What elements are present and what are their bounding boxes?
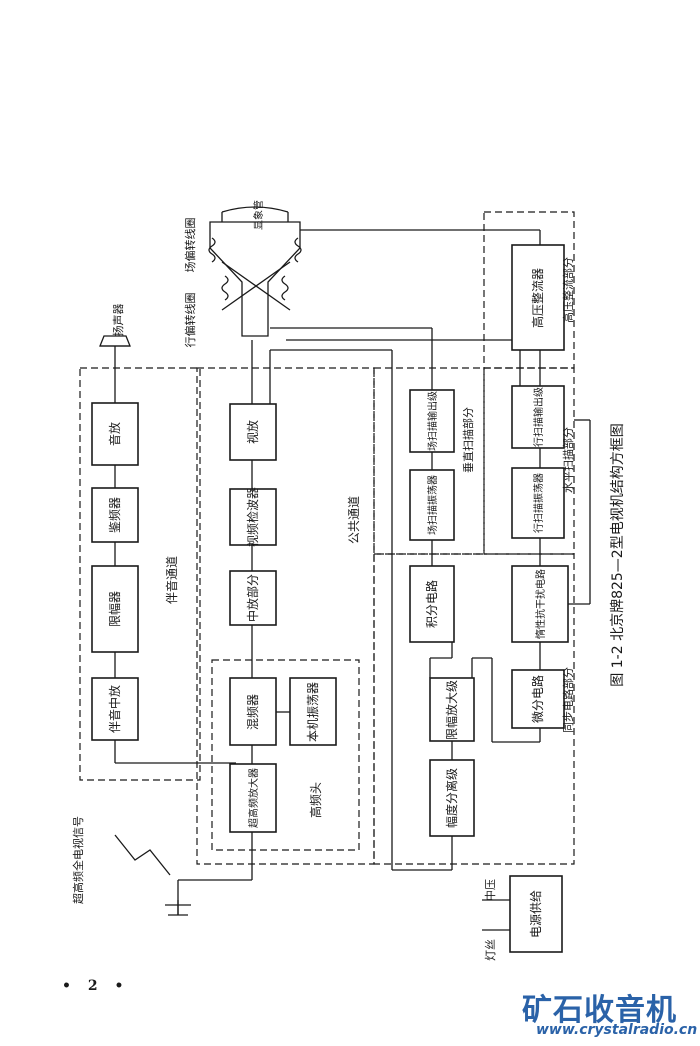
afc-label: 惰性抗干扰电路	[534, 569, 547, 639]
picture-tube: 显象管	[209, 200, 301, 337]
vert-osc-label: 场扫描振荡器	[426, 475, 439, 535]
audio-channel-label: 伴音通道	[164, 556, 179, 604]
vert-out-label: 场扫描输出级	[426, 391, 439, 451]
signal-lines	[114, 229, 591, 915]
sync-section-label: 同步电路部分	[561, 667, 575, 733]
v-yoke-label: 场偏转线圈	[183, 218, 197, 273]
medium-voltage-label: 中压	[484, 879, 497, 901]
sync-separator-block: 幅度分离级	[429, 759, 475, 837]
mixer-label: 混频器	[246, 694, 260, 730]
filament-label: 灯丝	[484, 939, 497, 961]
watermark-url: www.crystalradio.cn	[536, 1022, 698, 1038]
limiter-label: 限幅器	[107, 591, 122, 627]
if-section-block: 中放部分	[229, 570, 277, 626]
common-channel-label: 公共通道	[347, 496, 361, 544]
uhf-amp-block: 超高频放大器	[229, 763, 277, 833]
h-yoke-label: 行偏转线圈	[183, 293, 197, 348]
local-oscillator-block: 本机振荡器	[289, 677, 337, 746]
mixer-block: 混频器	[229, 677, 277, 746]
afc-block: 惰性抗干扰电路	[511, 565, 569, 643]
video-detector-label: 视频检波器	[245, 487, 260, 547]
speaker-label: 扬声器	[111, 304, 125, 337]
differentiator-block: 微分电路	[511, 669, 565, 729]
antenna-icon	[114, 834, 191, 916]
local-oscillator-label: 本机振荡器	[306, 682, 320, 742]
hv-rectifier-block: 高压整流器	[511, 244, 565, 351]
integrator-block: 积分电路	[409, 565, 455, 643]
clipper-amp-label: 限幅放大级	[444, 680, 459, 740]
video-amp-block: 视放	[229, 403, 277, 461]
picture-tube-label: 显象管	[252, 200, 265, 230]
if-section-label: 中放部分	[245, 574, 260, 622]
horiz-out-label: 行扫描输出级	[532, 387, 545, 447]
differentiator-label: 微分电路	[530, 675, 545, 723]
horiz-osc-label: 行扫描振荡器	[532, 473, 545, 533]
input-signal-label: 超高频全电视信号	[71, 816, 85, 904]
vert-osc-block: 场扫描振荡器	[409, 469, 455, 541]
section-boundaries	[79, 211, 575, 865]
deflection-yoke	[208, 237, 302, 311]
speaker-icon: 扬声器	[99, 304, 131, 347]
audio-if-block: 伴音中放	[91, 677, 139, 741]
vert-out-block: 场扫描输出级	[409, 389, 455, 453]
vertical-section-label: 垂直扫描部分	[461, 407, 475, 473]
limiter-block: 限幅器	[91, 565, 139, 653]
video-amp-label: 视放	[245, 420, 260, 444]
figure-caption: 图 1-2 北京牌825—2型电视机结构方框图	[609, 423, 626, 686]
horiz-osc-block: 行扫描振荡器	[511, 467, 565, 539]
discriminator-block: 鉴频器	[91, 487, 139, 543]
horizontal-section-label: 水平扫描部分	[561, 427, 575, 493]
audio-amp-block: 音放	[91, 402, 139, 466]
video-detector-block: 视频检波器	[229, 487, 277, 547]
audio-amp-label: 音放	[107, 422, 122, 446]
power-supply-label: 电源供给	[529, 890, 543, 938]
tuner-label: 高频头	[308, 782, 323, 818]
watermark-name: 矿石收音机	[522, 993, 677, 1028]
power-supply-block: 电源供给	[509, 875, 563, 953]
clipper-amp-block: 限幅放大级	[429, 677, 475, 742]
page-number: • 2 •	[62, 978, 130, 994]
hv-section-label: 高压整流部分	[561, 257, 575, 323]
hv-rectifier-label: 高压整流器	[530, 268, 545, 328]
sync-separator-label: 幅度分离级	[444, 768, 459, 828]
integrator-label: 积分电路	[424, 580, 439, 628]
horiz-out-block: 行扫描输出级	[511, 385, 565, 449]
discriminator-label: 鉴频器	[108, 497, 122, 533]
audio-if-label: 伴音中放	[107, 685, 122, 733]
uhf-amp-label: 超高频放大器	[247, 768, 260, 828]
